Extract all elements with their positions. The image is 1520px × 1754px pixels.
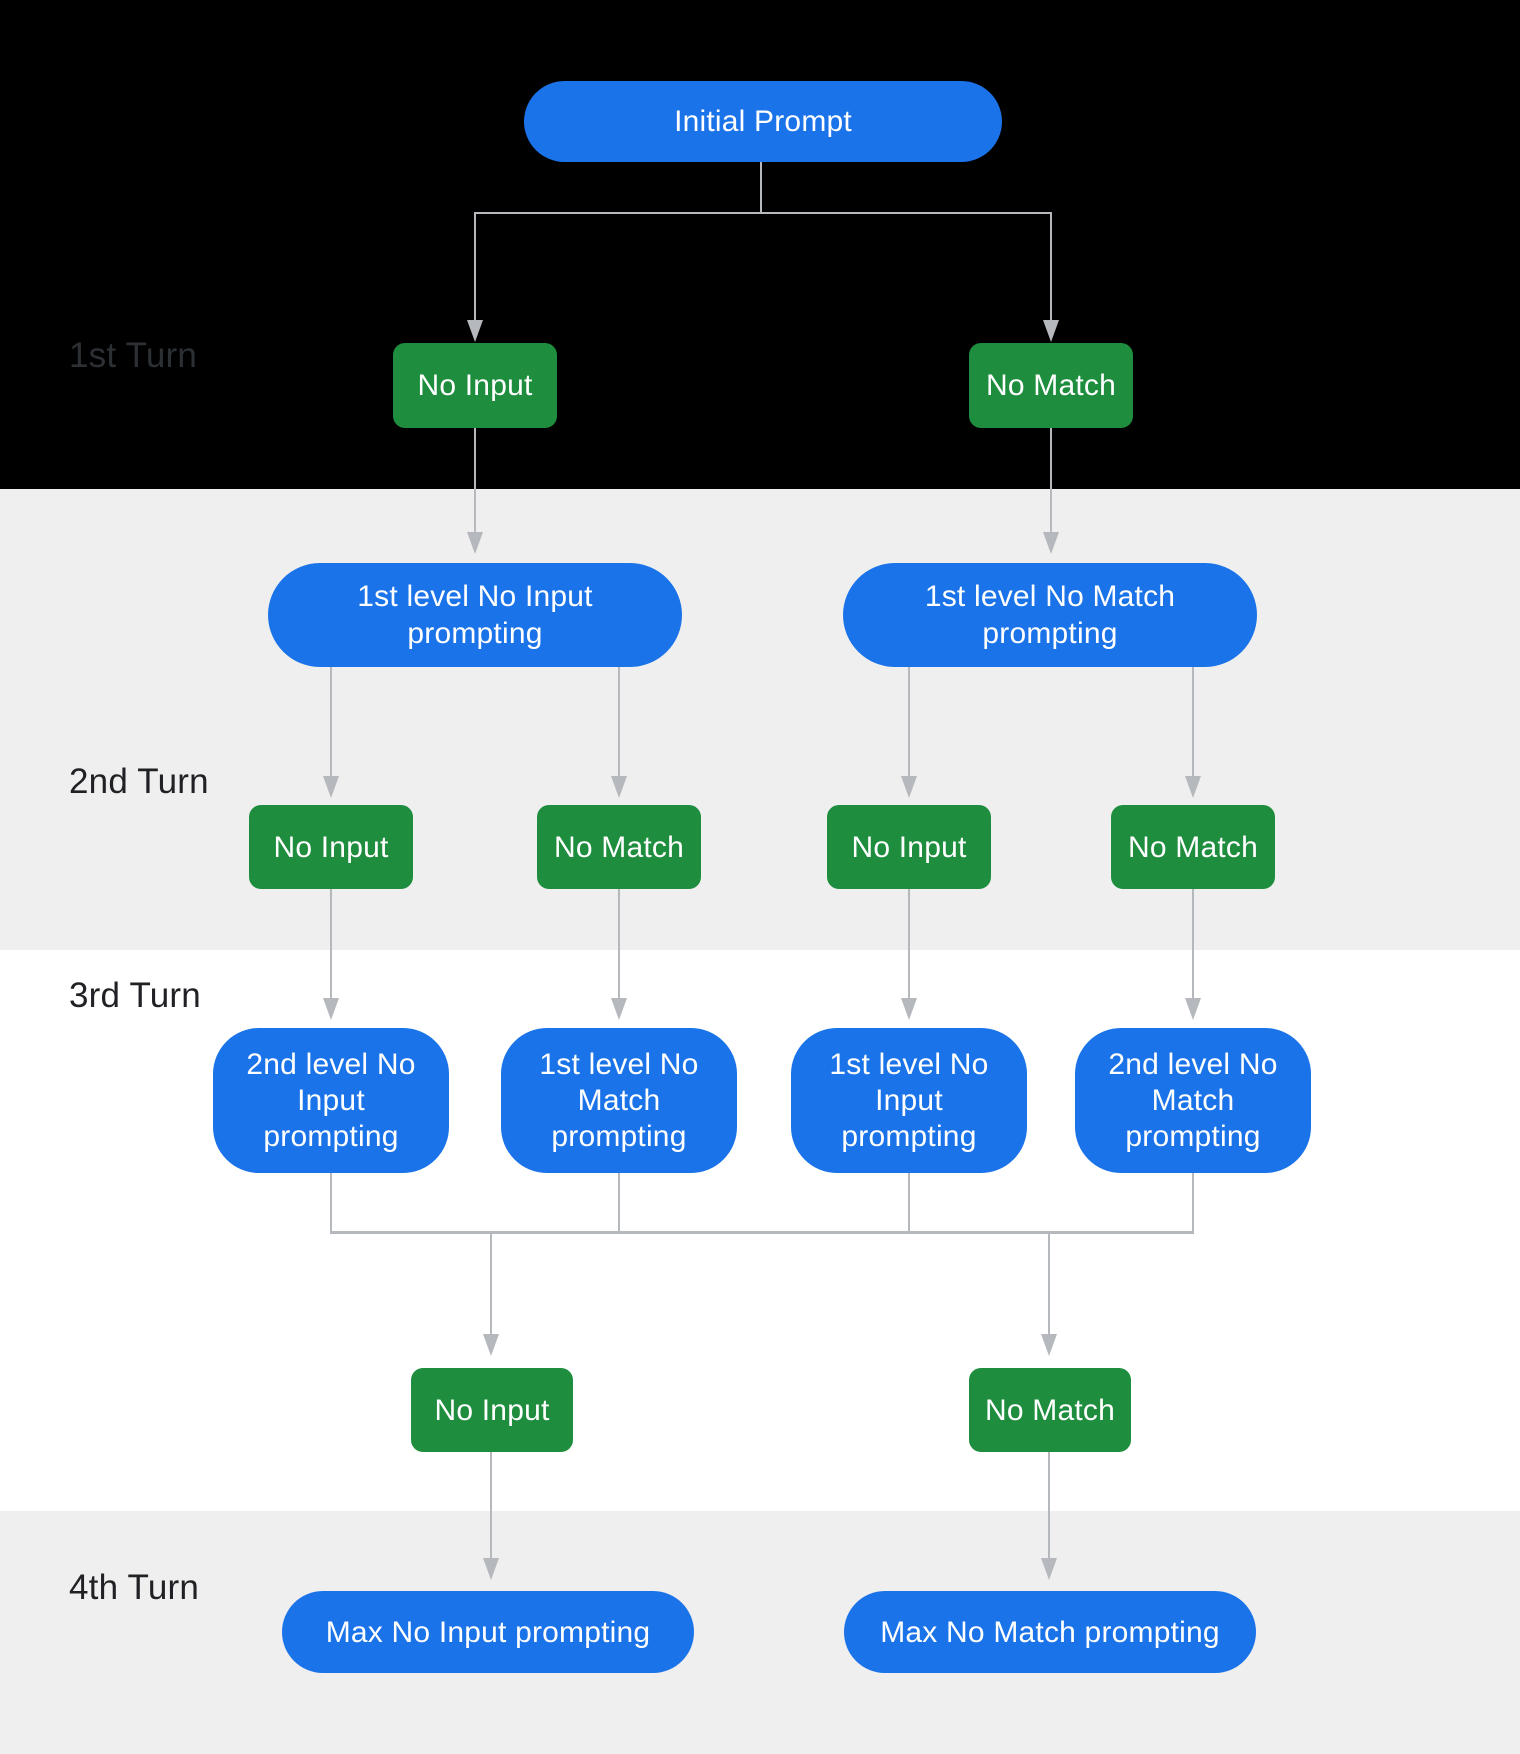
connector-turn2-shaft-3 xyxy=(908,667,910,777)
arrowhead-merge-right xyxy=(1041,1334,1057,1356)
connector-turn2-shaft-1 xyxy=(330,667,332,777)
connector-root-right-shaft xyxy=(1050,212,1052,322)
connector-turn3-shaft-2 xyxy=(618,889,620,999)
node-turn3-no-input: No Input xyxy=(411,1368,573,1452)
connector-turn3-shaft-4 xyxy=(1192,889,1194,999)
arrowhead-turn3-1 xyxy=(323,998,339,1020)
node-turn2-outcome-no-input-1: No Input xyxy=(249,805,413,889)
node-turn2-no-input-prompting: 1st level No Input prompting xyxy=(268,563,682,667)
connector-turn4-right-shaft xyxy=(1048,1452,1050,1559)
turn4-label: 4th Turn xyxy=(69,1568,200,1607)
arrowhead-turn1-right xyxy=(1043,532,1059,554)
arrowhead-turn3-4 xyxy=(1185,998,1201,1020)
connector-merge-right-shaft xyxy=(1048,1234,1050,1335)
band-turn2-gray xyxy=(0,489,1520,950)
connector-root-rail xyxy=(474,212,1052,214)
connector-turn4-left-shaft xyxy=(490,1452,492,1559)
connector-root-stem xyxy=(760,162,762,213)
turn3-label: 3rd Turn xyxy=(69,976,201,1015)
arrowhead-turn2-2 xyxy=(611,776,627,798)
connector-root-left-shaft xyxy=(474,212,476,322)
node-turn2-no-match-prompting: 1st level No Match prompting xyxy=(843,563,1257,667)
connector-merge-stub-4 xyxy=(1192,1173,1194,1233)
connector-merge-left-shaft xyxy=(490,1234,492,1335)
connector-turn2-shaft-2 xyxy=(618,667,620,777)
arrowhead-turn1-left xyxy=(467,532,483,554)
node-initial-prompt: Initial Prompt xyxy=(524,81,1002,162)
arrowhead-root-right xyxy=(1043,320,1059,342)
node-turn2-outcome-no-input-2: No Input xyxy=(827,805,991,889)
node-turn3-prompt-4: 2nd level No Match prompting xyxy=(1075,1028,1311,1173)
connector-turn1-left-shaft xyxy=(474,428,476,533)
band-turn1-black xyxy=(0,0,1520,489)
connector-merge-stub-2 xyxy=(618,1173,620,1233)
arrowhead-turn4-right xyxy=(1041,1558,1057,1580)
node-turn3-prompt-2: 1st level No Match prompting xyxy=(501,1028,737,1173)
node-turn3-prompt-3: 1st level No Input prompting xyxy=(791,1028,1027,1173)
connector-turn2-shaft-4 xyxy=(1192,667,1194,777)
connector-turn3-shaft-3 xyxy=(908,889,910,999)
node-turn2-outcome-no-match-1: No Match xyxy=(537,805,701,889)
node-turn3-no-match: No Match xyxy=(969,1368,1131,1452)
node-turn3-prompt-1: 2nd level No Input prompting xyxy=(213,1028,449,1173)
arrowhead-turn2-3 xyxy=(901,776,917,798)
node-turn1-no-input: No Input xyxy=(393,343,557,428)
node-turn1-no-match: No Match xyxy=(969,343,1133,428)
arrowhead-turn3-2 xyxy=(611,998,627,1020)
arrowhead-turn2-1 xyxy=(323,776,339,798)
connector-merge-stub-1 xyxy=(330,1173,332,1233)
arrowhead-turn2-4 xyxy=(1185,776,1201,798)
arrowhead-turn4-left xyxy=(483,1558,499,1580)
node-turn4-max-no-input: Max No Input prompting xyxy=(282,1591,694,1673)
node-turn4-max-no-match: Max No Match prompting xyxy=(844,1591,1256,1673)
connector-merge-stub-3 xyxy=(908,1173,910,1233)
arrowhead-turn3-3 xyxy=(901,998,917,1020)
band-turn4-gray xyxy=(0,1511,1520,1754)
arrowhead-root-left xyxy=(467,320,483,342)
connector-turn3-shaft-1 xyxy=(330,889,332,999)
connector-merge-rail xyxy=(330,1231,1194,1234)
connector-turn1-right-shaft xyxy=(1050,428,1052,533)
arrowhead-merge-left xyxy=(483,1334,499,1356)
turn1-label: 1st Turn xyxy=(69,336,198,375)
node-turn2-outcome-no-match-2: No Match xyxy=(1111,805,1275,889)
turn2-label: 2nd Turn xyxy=(69,762,209,801)
